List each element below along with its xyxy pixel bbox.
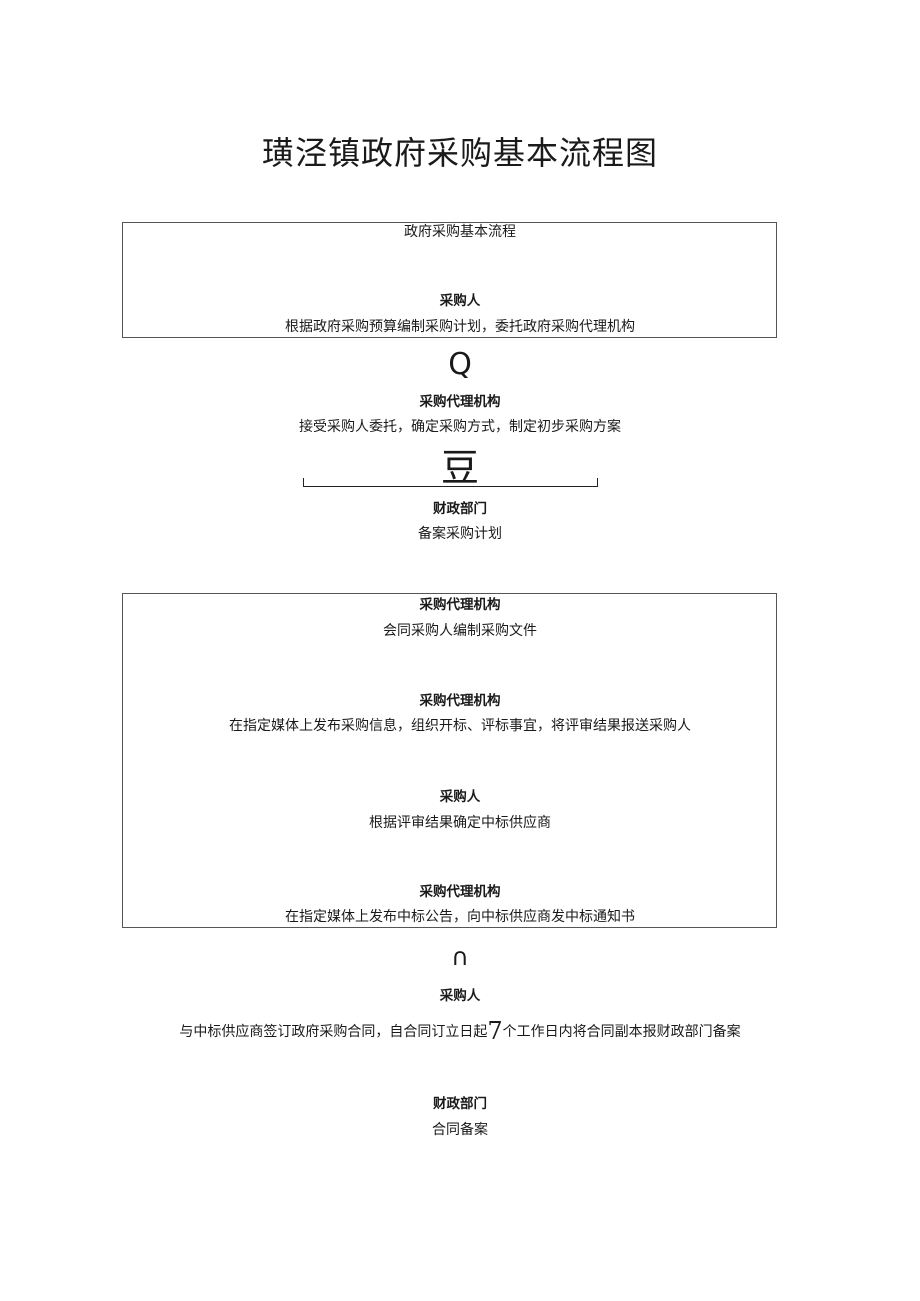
box2-item-4-role: 采购代理机构 bbox=[419, 884, 501, 900]
bracket-left-tick bbox=[303, 478, 304, 487]
box2-item-1-role: 采购代理机构 bbox=[419, 597, 501, 613]
bracket-line bbox=[304, 486, 598, 487]
box1-desc: 根据政府采购预算编制采购计划，委托政府采购代理机构 bbox=[285, 319, 635, 335]
box1-role: 采购人 bbox=[439, 293, 481, 309]
finance-role: 财政部门 bbox=[433, 501, 487, 517]
contract-role: 采购人 bbox=[439, 988, 481, 1004]
flow-box-1 bbox=[122, 222, 777, 338]
finance-desc: 备案采购计划 bbox=[418, 526, 502, 542]
box2-item-4-desc: 在指定媒体上发布中标公告，向中标供应商发中标通知书 bbox=[285, 909, 635, 925]
box2-item-2-desc: 在指定媒体上发布采购信息，组织开标、评标事宜，将评审结果报送采购人 bbox=[229, 718, 691, 734]
bracket-right-tick bbox=[597, 478, 598, 487]
contract-desc-number: 7 bbox=[487, 1017, 503, 1045]
flow-arrow-glyph-dou: 豆 bbox=[440, 446, 479, 490]
final-role: 财政部门 bbox=[433, 1096, 487, 1112]
final-desc: 合同备案 bbox=[432, 1122, 488, 1138]
flow-arrow-glyph-cap: ∩ bbox=[451, 943, 469, 971]
contract-desc-before: 与中标供应商签订政府采购合同，自合同订立日起 bbox=[179, 1024, 488, 1040]
flow-box-2 bbox=[122, 593, 777, 928]
box2-item-3-desc: 根据评审结果确定中标供应商 bbox=[369, 815, 551, 831]
agency-desc: 接受采购人委托，确定采购方式，制定初步采购方案 bbox=[299, 419, 621, 435]
box2-item-3-role: 采购人 bbox=[439, 789, 481, 805]
contract-desc: 与中标供应商签订政府采购合同，自合同订立日起7个工作日内将合同副本报财政部门备案 bbox=[0, 1019, 920, 1043]
agency-role: 采购代理机构 bbox=[419, 394, 501, 410]
flow-arrow-glyph-q: Q bbox=[448, 347, 472, 382]
contract-desc-after: 个工作日内将合同副本报财政部门备案 bbox=[502, 1024, 741, 1040]
page-title: 璜泾镇政府采购基本流程图 bbox=[261, 134, 658, 172]
box2-item-1-desc: 会同采购人编制采购文件 bbox=[383, 623, 537, 639]
box1-heading: 政府采购基本流程 bbox=[404, 224, 516, 240]
box2-item-2-role: 采购代理机构 bbox=[419, 693, 501, 709]
